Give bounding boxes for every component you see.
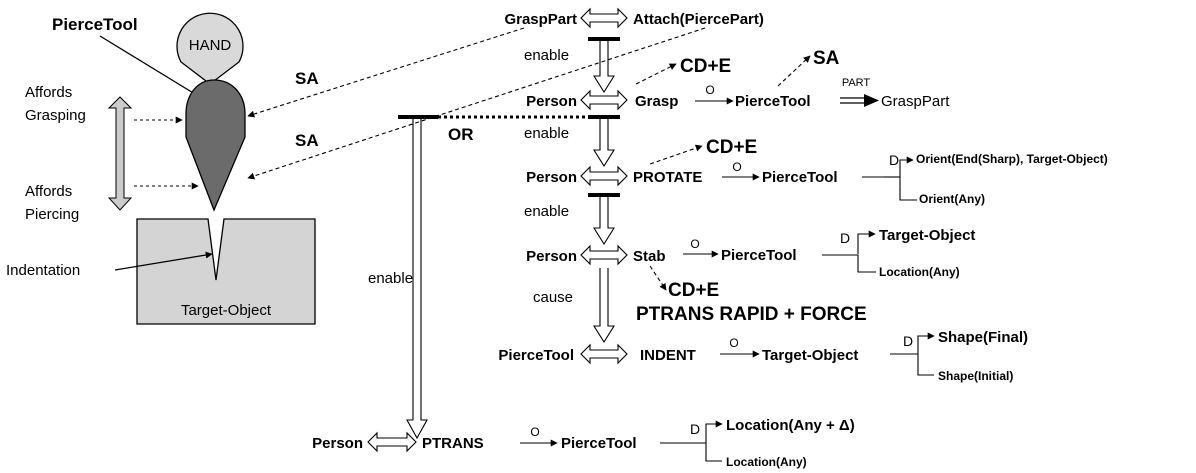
protate-cde: CD+E bbox=[706, 137, 757, 158]
sa-label-bottom: SA bbox=[295, 131, 319, 150]
ptrans-branch-top-line bbox=[705, 420, 723, 443]
row-indent: PierceTool INDENT O Target-Object D Shap… bbox=[498, 329, 1028, 383]
pierce-tool-shape bbox=[185, 79, 246, 212]
affords-grasping-line2: Grasping bbox=[25, 107, 86, 124]
indent-actor: PierceTool bbox=[498, 347, 574, 364]
grasp-double-arrow bbox=[580, 89, 628, 111]
enable-arrow-3 bbox=[593, 196, 615, 246]
indent-act: INDENT bbox=[640, 347, 696, 364]
protate-branch-bottom: Orient(Any) bbox=[919, 192, 985, 206]
affords-grasping-line1: Affords bbox=[25, 84, 72, 101]
or-label: OR bbox=[448, 125, 474, 144]
enable-label-2: enable bbox=[524, 125, 569, 142]
protate-object: PierceTool bbox=[762, 169, 838, 186]
target-object-shape bbox=[136, 218, 316, 325]
hand-shape bbox=[176, 12, 244, 85]
enable-arrow-2 bbox=[593, 118, 615, 168]
grasppart-right: Attach(PiercePart) bbox=[633, 11, 764, 28]
stab-cde-arrow bbox=[649, 265, 667, 291]
indent-double-arrow bbox=[580, 343, 628, 365]
stab-branch-bottom: Location(Any) bbox=[879, 265, 960, 279]
grasp-o: O bbox=[705, 83, 714, 97]
ptrans-actor: Person bbox=[312, 435, 363, 452]
stab-ptrans-force: PTRANS RAPID + FORCE bbox=[636, 304, 867, 325]
indent-d: D bbox=[903, 333, 913, 349]
enable-arrow-1 bbox=[593, 40, 615, 94]
sa-label-top: SA bbox=[295, 69, 319, 88]
target-object-label: Target-Object bbox=[181, 302, 272, 319]
sa-arrow-attach bbox=[247, 27, 706, 180]
row-ptrans: Person PTRANS O PierceTool D Location(An… bbox=[312, 417, 855, 469]
stab-object: PierceTool bbox=[721, 247, 797, 264]
stab-cde: CD+E bbox=[668, 280, 719, 301]
grasp-sa-arrow bbox=[777, 55, 811, 87]
part-arrow-head bbox=[864, 94, 879, 107]
left-illustration: PierceTool HAND Affords Grasping Affords… bbox=[6, 12, 706, 325]
or-branch: OR enable bbox=[368, 115, 620, 440]
grasp-object: PierceTool bbox=[735, 93, 811, 110]
protate-act: PROTATE bbox=[633, 169, 702, 186]
protate-branch-top-line bbox=[899, 156, 914, 190]
ptrans-branch-top: Location(Any + Δ) bbox=[726, 417, 855, 434]
stab-branch-top: Target-Object bbox=[879, 227, 975, 244]
grasppart-left: GraspPart bbox=[504, 11, 577, 28]
enable-label-1: enable bbox=[524, 47, 569, 64]
affords-piercing-line1: Affords bbox=[25, 183, 72, 200]
grasp-cde-arrow bbox=[635, 63, 677, 85]
indent-branch-bottom-line bbox=[917, 354, 934, 376]
indent-object: Target-Object bbox=[762, 347, 858, 364]
ptrans-branch-bottom: Location(Any) bbox=[726, 455, 807, 469]
protate-cde-arrow bbox=[649, 144, 703, 165]
indentation-pointer bbox=[114, 251, 213, 271]
ptrans-o: O bbox=[530, 425, 539, 439]
affords-double-arrow bbox=[107, 96, 133, 211]
stab-branch-top-line bbox=[857, 230, 876, 254]
row-grasp: Person Grasp CD+E O PierceTool SA PART G… bbox=[526, 48, 950, 111]
enable-long-label: enable bbox=[368, 270, 413, 287]
stab-actor: Person bbox=[526, 248, 577, 265]
grasp-cde: CD+E bbox=[680, 56, 731, 77]
indent-branch-bottom: Shape(Initial) bbox=[938, 369, 1013, 383]
grasp-act: Grasp bbox=[635, 93, 678, 110]
ptrans-object: PierceTool bbox=[561, 435, 637, 452]
enable-long-arrow bbox=[406, 118, 428, 440]
stab-double-arrow bbox=[580, 244, 628, 266]
indent-branch-top-line bbox=[917, 332, 935, 354]
enable-label-3: enable bbox=[524, 203, 569, 220]
protate-actor: Person bbox=[526, 169, 577, 186]
protate-double-arrow bbox=[580, 165, 628, 187]
row-protate: Person PROTATE CD+E O PierceTool D Orien… bbox=[526, 137, 1108, 206]
vertical-links: enable enable enable cause bbox=[524, 37, 620, 344]
ptrans-act: PTRANS bbox=[422, 435, 484, 452]
stab-o: O bbox=[690, 237, 699, 251]
ptrans-double-arrow bbox=[367, 431, 417, 453]
ptrans-branch-bottom-line bbox=[705, 443, 722, 462]
protate-o: O bbox=[732, 160, 741, 174]
stab-d: D bbox=[840, 230, 850, 246]
indent-o: O bbox=[729, 336, 738, 350]
sa-arrow-grasppart bbox=[247, 27, 525, 118]
pierce-tool-pointer bbox=[99, 35, 209, 103]
grasp-part: PART bbox=[842, 77, 871, 89]
grasp-actor: Person bbox=[526, 93, 577, 110]
protate-branch-bottom-line bbox=[899, 189, 917, 201]
protate-branch-top: Orient(End(Sharp), Target-Object) bbox=[916, 152, 1108, 166]
grasppart-double-arrow bbox=[580, 7, 628, 29]
hand-label: HAND bbox=[189, 37, 232, 54]
stab-act: Stab bbox=[633, 248, 666, 265]
cause-arrow bbox=[593, 268, 615, 344]
grasp-result: GraspPart bbox=[881, 93, 950, 110]
indentation-label: Indentation bbox=[6, 262, 80, 279]
indent-branch-top: Shape(Final) bbox=[938, 329, 1028, 346]
row-stab: Person Stab CD+E PTRANS RAPID + FORCE O … bbox=[526, 227, 975, 325]
row-grasppart: GraspPart Attach(PiercePart) bbox=[504, 7, 764, 29]
protate-d: D bbox=[889, 152, 899, 168]
cause-label: cause bbox=[533, 289, 573, 306]
grasp-sa: SA bbox=[813, 48, 840, 69]
ptrans-d: D bbox=[690, 421, 700, 437]
pierce-tool-label: PierceTool bbox=[52, 15, 138, 34]
stab-branch-bottom-line bbox=[842, 254, 876, 273]
affords-piercing-line2: Piercing bbox=[25, 206, 79, 223]
